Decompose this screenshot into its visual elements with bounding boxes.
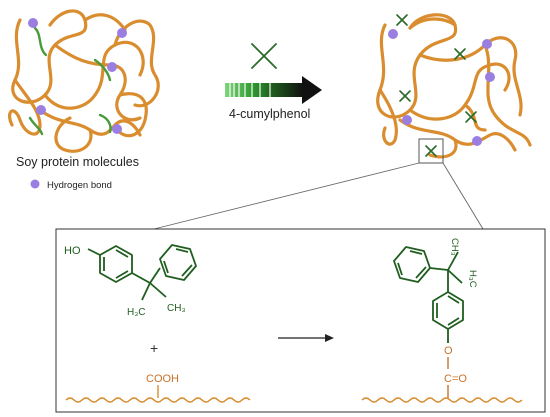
- product-methyl-side: H₃C: [467, 270, 478, 288]
- hydrogen-bond-dot: [107, 62, 117, 72]
- hydrogen-bond-dot: [36, 105, 46, 115]
- zoom-highlight-box: [418, 138, 444, 164]
- zoom-lines: [153, 162, 484, 230]
- cumylphenol-cross-icon: [465, 111, 477, 123]
- left-hydrogen-bonds: [28, 18, 127, 134]
- product-methyl-top: CH₃: [449, 238, 460, 256]
- right-protein-network: [376, 13, 532, 159]
- reaction-detail-box: [55, 228, 546, 413]
- plus-sign: +: [150, 340, 158, 356]
- cumylphenol-cross-icon: [454, 48, 466, 60]
- cumylphenol-cross-icon: [399, 90, 411, 102]
- right-cumylphenol-marks: [396, 14, 477, 157]
- reaction-arrow: [278, 334, 334, 342]
- reagent-cross-icon: [251, 43, 277, 69]
- left-protein-network: [8, 9, 160, 153]
- hydrogen-bond-dot: [485, 72, 495, 82]
- protein-chain-product: [361, 397, 523, 403]
- hydrogen-bond-dot: [112, 124, 122, 134]
- hydrogen-bond-dot: [482, 39, 492, 49]
- hydrogen-bond-dot: [402, 115, 412, 125]
- carbonyl-label: C=O: [444, 373, 467, 385]
- cumylphenol-structure: [87, 244, 197, 301]
- methyl-label-right: CH₃: [167, 303, 186, 314]
- legend-label: Hydrogen bond: [47, 180, 112, 191]
- product-structure: [393, 246, 464, 343]
- cumylphenol-cross-icon: [396, 14, 408, 26]
- methyl-label-left: H₃C: [127, 307, 146, 318]
- hydroxyl-label: HO: [64, 245, 81, 257]
- hydrogen-bond-dot: [28, 18, 38, 28]
- carboxyl-label: COOH: [146, 373, 179, 385]
- hydrogen-bond-dot: [388, 29, 398, 39]
- right-hydrogen-bonds: [388, 29, 495, 146]
- legend-hydrogen-bond-dot: [30, 179, 40, 189]
- reaction-progress-arrow: [225, 76, 322, 104]
- cumylphenol-cross-icon: [425, 145, 437, 157]
- protein-chain-reactant: [65, 397, 251, 403]
- reagent-label: 4-cumylphenol: [229, 107, 310, 121]
- left-title: Soy protein molecules: [16, 155, 139, 169]
- hydrogen-bond-dot: [117, 28, 127, 38]
- ester-oxygen-label: O: [444, 345, 453, 357]
- left-protein-green-segments: [28, 26, 112, 136]
- hydrogen-bond-dot: [472, 136, 482, 146]
